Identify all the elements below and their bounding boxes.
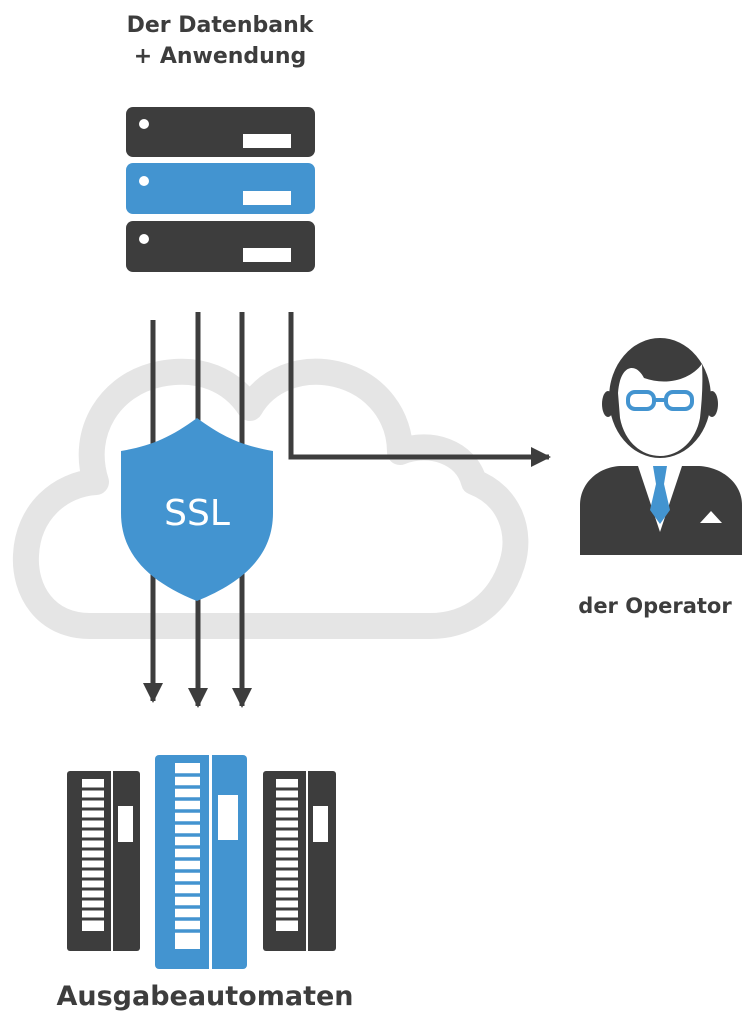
- businessman-icon: [580, 338, 742, 555]
- atms-label: Ausgabeautomaten: [56, 981, 354, 1012]
- cloud-icon: [12, 358, 529, 639]
- server-unit-bottom: [126, 221, 315, 272]
- server-unit-middle: [126, 163, 315, 214]
- server-rack-icon: [126, 107, 315, 272]
- shield-icon: SSL: [121, 418, 273, 601]
- atm-machine-icon: [67, 755, 336, 969]
- operator-arrow: [288, 312, 551, 467]
- atm-center: [155, 755, 247, 969]
- server-label-line2: + Anwendung: [133, 44, 307, 69]
- ssl-label: SSL: [164, 493, 230, 534]
- atm-right: [263, 771, 336, 951]
- server-label: Der Datenbank + Anwendung: [100, 10, 340, 72]
- server-label-line1: Der Datenbank: [126, 13, 314, 38]
- operator-label: der Operator: [578, 594, 732, 618]
- server-unit-top: [126, 107, 315, 157]
